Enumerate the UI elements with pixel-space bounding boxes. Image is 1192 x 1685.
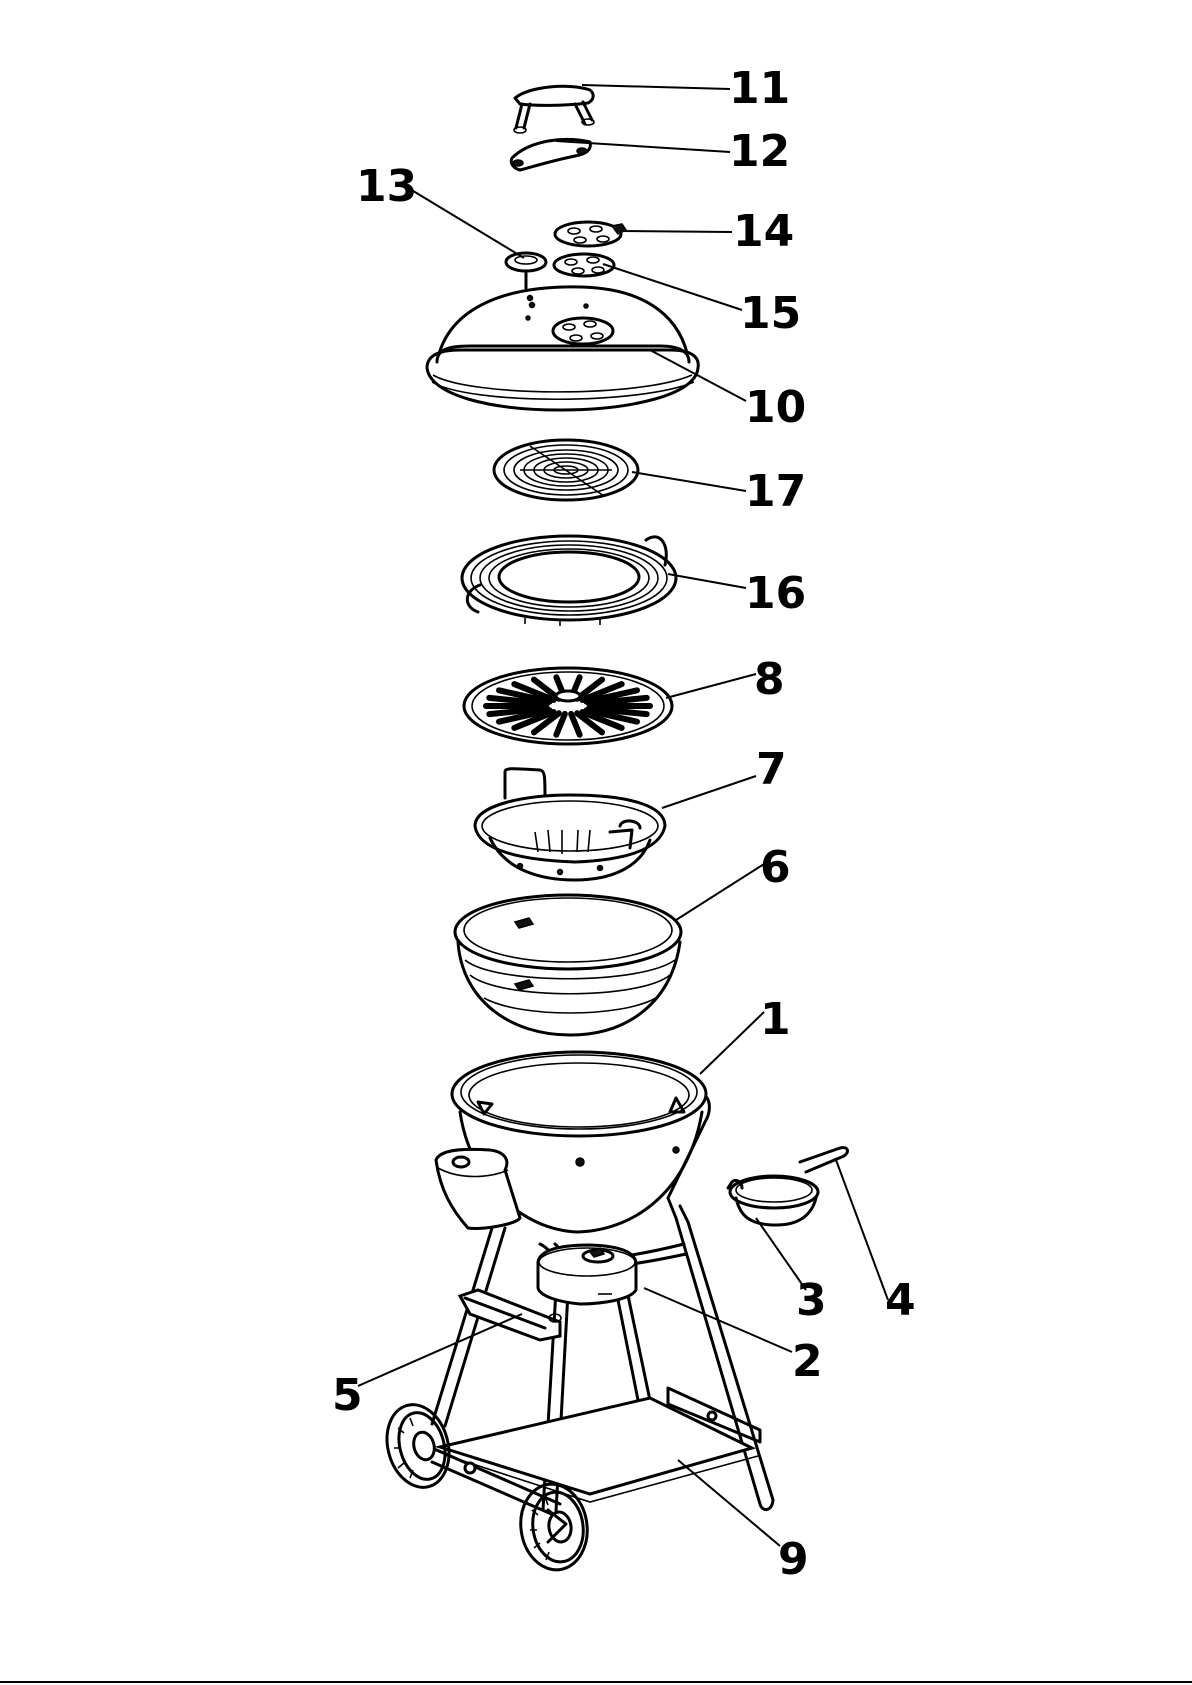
- callout-12: 12: [729, 126, 790, 177]
- callout-5: 5: [332, 1370, 363, 1421]
- thermometer-part: [506, 253, 546, 288]
- heat-shield-part: [511, 139, 590, 170]
- callout-6: 6: [760, 842, 791, 893]
- right-wheel: [515, 1480, 592, 1574]
- charcoal-basket-part: [475, 769, 665, 880]
- charcoal-grate-part: [464, 668, 672, 744]
- callout-3: 3: [796, 1275, 827, 1326]
- side-tray-part: [460, 1290, 561, 1340]
- callout-11: 11: [729, 63, 790, 114]
- callout-4: 4: [885, 1275, 916, 1326]
- callout-16: 16: [745, 568, 806, 619]
- callout-15: 15: [740, 288, 801, 339]
- ash-holder-part: [538, 1245, 636, 1304]
- callout-1: 1: [760, 994, 791, 1045]
- warming-grate-part: [494, 440, 638, 500]
- left-wheel: [378, 1398, 458, 1495]
- inner-bowl-part: [455, 895, 681, 1035]
- lid-handle-part: [514, 86, 594, 133]
- callout-10: 10: [745, 382, 806, 433]
- callout-7: 7: [756, 744, 787, 795]
- lid-part: [427, 287, 698, 410]
- callout-17: 17: [745, 466, 806, 517]
- callout-13: 13: [356, 161, 417, 212]
- callout-8: 8: [754, 654, 785, 705]
- cooking-grid-part: [462, 536, 676, 626]
- callout-14: 14: [733, 206, 794, 257]
- callout-9: 9: [778, 1534, 809, 1585]
- main-bowl-part: [436, 1052, 709, 1232]
- vent-cover-part: [555, 222, 626, 246]
- callout-2: 2: [792, 1336, 823, 1387]
- ash-pan-part: [728, 1176, 818, 1225]
